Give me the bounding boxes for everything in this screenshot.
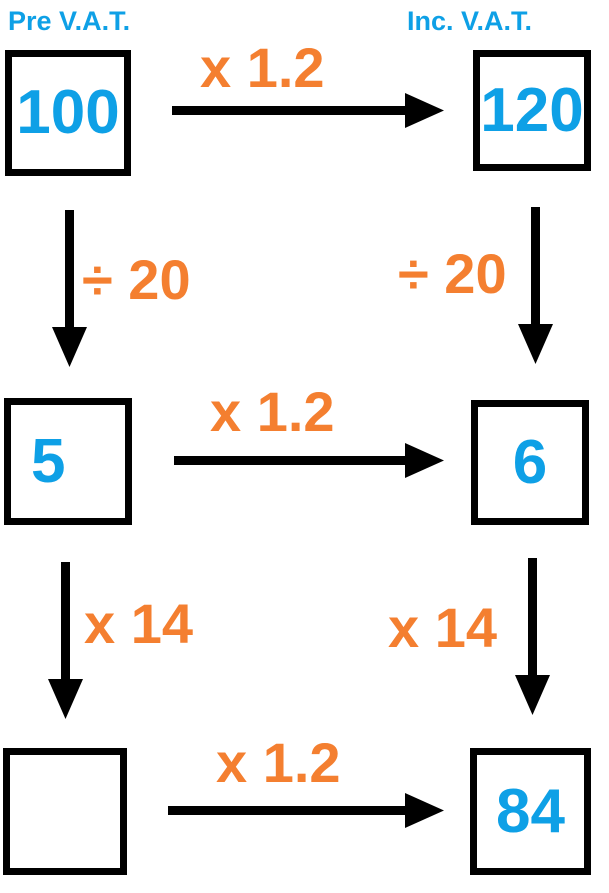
pre-vat-box-2: 5 <box>4 398 132 525</box>
arrow-right-down-1 <box>518 207 553 364</box>
down-op-right-2: x 14 <box>388 596 497 659</box>
across-op-row1: x 1.2 <box>200 36 325 99</box>
arrow-left-down-2 <box>48 562 83 719</box>
pre-vat-value-2: 5 <box>31 426 66 496</box>
arrow-row1-right <box>172 93 444 128</box>
inc-vat-value-3: 84 <box>496 776 565 846</box>
inc-vat-box-1: 120 <box>473 50 591 171</box>
across-op-row2: x 1.2 <box>210 380 335 443</box>
pre-vat-box-1: 100 <box>5 50 131 176</box>
across-op-row3: x 1.2 <box>216 731 341 794</box>
arrow-row2-right <box>174 443 444 478</box>
arrow-left-down-1 <box>52 210 87 367</box>
arrow-right-down-2 <box>515 558 550 715</box>
inc-vat-box-2: 6 <box>471 400 589 525</box>
down-op-left-1: ÷ 20 <box>82 248 191 311</box>
pre-vat-box-3 <box>3 748 127 875</box>
down-op-left-2: x 14 <box>84 592 193 655</box>
arrow-row3-right <box>168 793 444 828</box>
inc-vat-value-2: 6 <box>512 427 548 497</box>
inc-vat-box-3: 84 <box>470 748 591 875</box>
pre-vat-value-1: 100 <box>16 78 120 147</box>
down-op-right-1: ÷ 20 <box>398 242 507 305</box>
inc-vat-value-1: 120 <box>480 75 584 145</box>
header-pre-vat: Pre V.A.T. <box>8 6 131 36</box>
header-inc-vat: Inc. V.A.T. <box>407 6 533 36</box>
